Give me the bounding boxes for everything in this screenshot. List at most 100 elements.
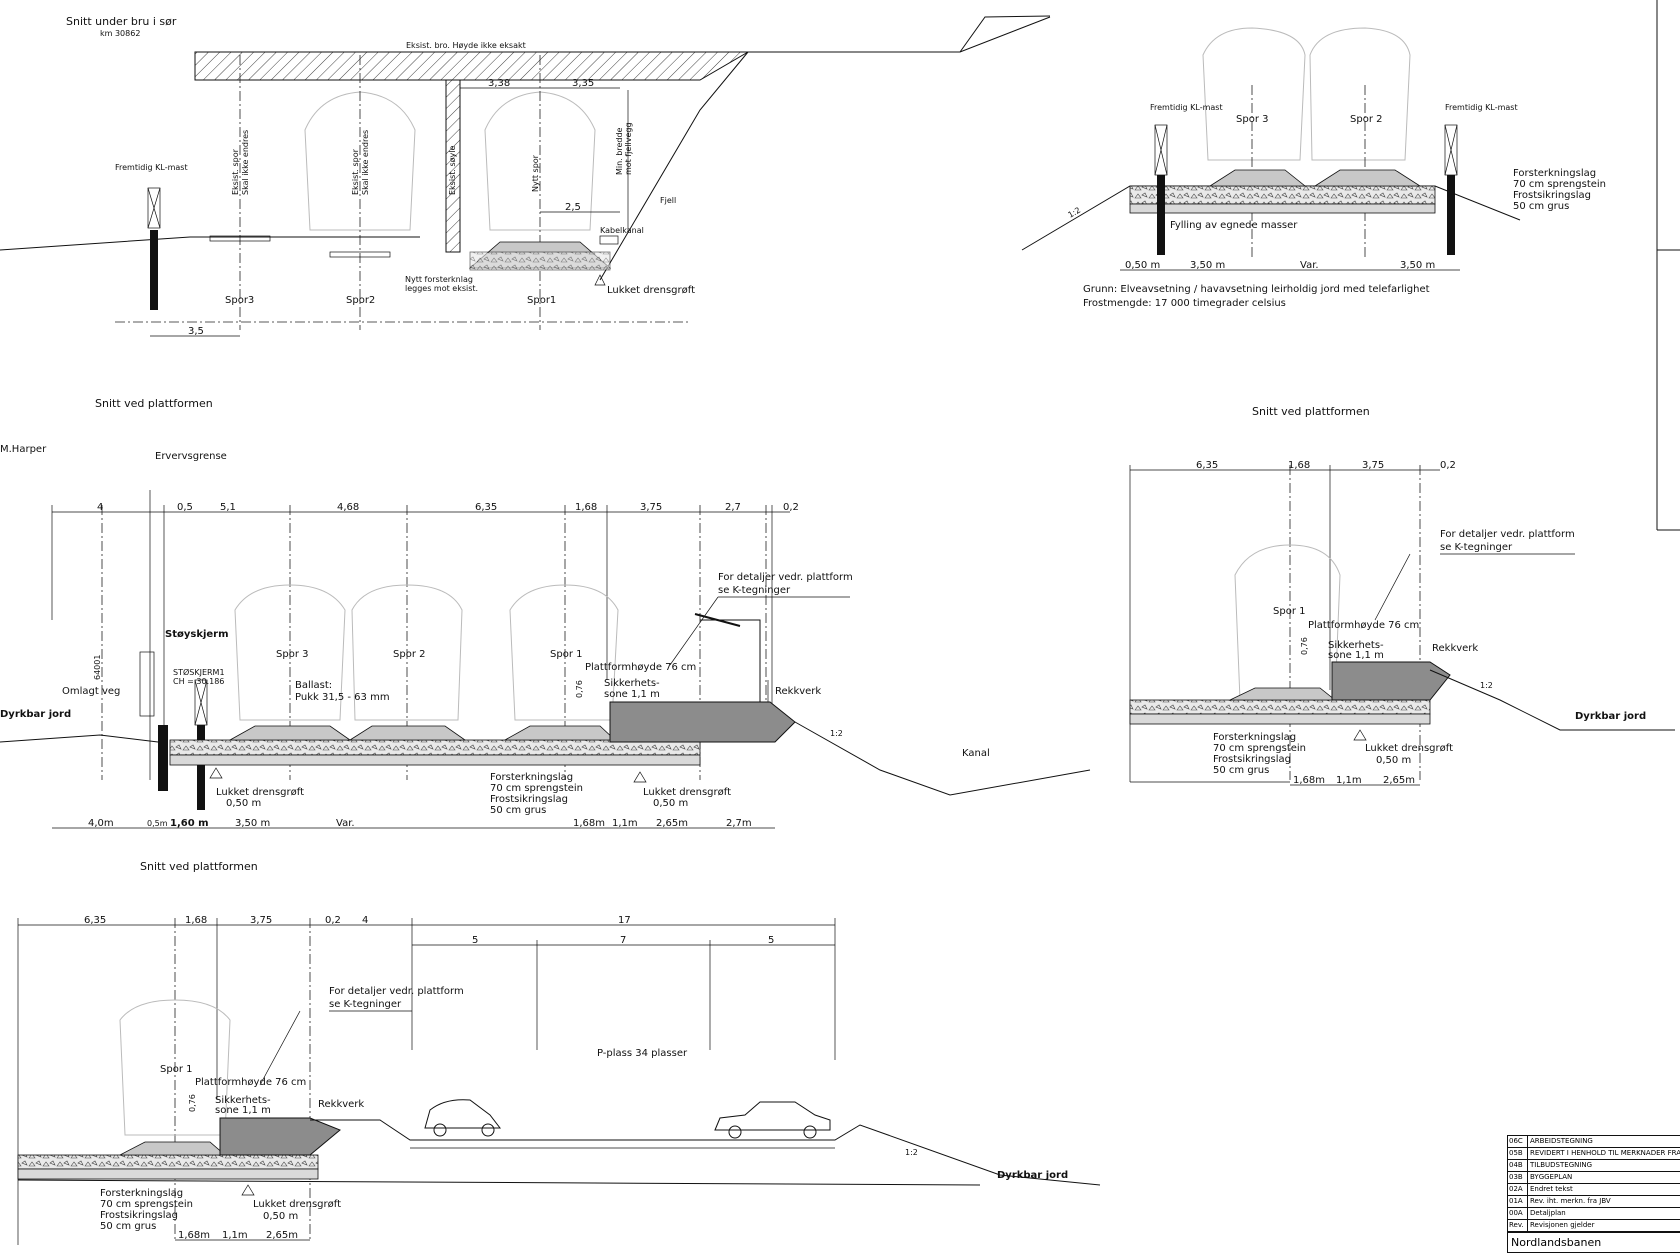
fill-ground-2: Frostmengde: 17 000 timegrader celsius	[1083, 298, 1286, 309]
mast-bridge-lattice	[147, 187, 161, 229]
main-dim-8: 2,7	[725, 502, 741, 513]
bridge-deck-edge	[748, 16, 1051, 53]
main-ballast-spor1	[503, 725, 617, 741]
fill-slope: 1:2	[1067, 206, 1083, 220]
screen-foundation	[158, 725, 168, 791]
revision-text: Rev. iht. merkn. fra JBV	[1530, 1197, 1611, 1205]
cable-channel-label: Kabelkanal	[600, 226, 644, 235]
section-platform-main: Snitt ved plattformen M.Harper Ervervsgr…	[0, 397, 1091, 829]
envelope-main-spor3	[234, 584, 346, 721]
parking-label: P-plass 34 plasser	[597, 1048, 688, 1059]
revision-text: ARBEIDSTEGNING	[1530, 1137, 1593, 1145]
main-bdim-8: 2,65m	[656, 818, 688, 829]
right-dim-076: 0,76	[1300, 637, 1309, 655]
right-drain-1: Lukket drensgrøft	[1365, 743, 1453, 754]
main-platform	[609, 701, 796, 743]
right-platform	[1331, 661, 1451, 701]
project-name: Nordlandsbanen	[1508, 1232, 1680, 1252]
right-reinforce-2: 70 cm sprengstein	[1213, 743, 1306, 754]
parking-railing: Rekkverk	[318, 1099, 364, 1110]
fill-dim-3: Var.	[1300, 260, 1319, 271]
main-reinforce-1: Forsterkningslag	[490, 772, 573, 783]
right-dim-3: 3,75	[1362, 460, 1384, 471]
revision-code: Rev.	[1508, 1220, 1528, 1231]
mast-fill-left-label: Fremtidig KL-mast	[1150, 103, 1223, 112]
mast-bridge	[147, 187, 161, 229]
main-slope	[794, 721, 1091, 796]
main-bdim-4: 3,50 m	[235, 818, 270, 829]
revision-row: Rev.Revisjonen gjelder	[1508, 1220, 1680, 1232]
sleeper-spor2	[329, 251, 391, 258]
main-platform-details-2: se K-tegninger	[718, 585, 791, 596]
right-reinforce-4: 50 cm grus	[1213, 765, 1269, 776]
parking-ballast	[119, 1141, 227, 1156]
parking-reinforce-layer	[17, 1154, 319, 1170]
section-fill: Spor 3 Spor 2 1:2 Fylling av egnede mass…	[1021, 27, 1606, 309]
main-bdim-6: 1,68m	[573, 818, 605, 829]
noise-screen-label: Støyskjerm	[165, 629, 229, 640]
clearance-envelope-fill-spor2	[1309, 27, 1411, 161]
fill-reinforce-1: Forsterkningslag	[1513, 168, 1596, 179]
parking-dim-2: 1,68	[185, 915, 207, 926]
right-safety-2: sone 1,1 m	[1328, 650, 1384, 661]
main-drain-right-2: 0,50 m	[653, 798, 688, 809]
parking-safety-2: sone 1,1 m	[215, 1105, 271, 1116]
frost-layer-fill	[1129, 203, 1436, 214]
bridge-label: Eksist. bro. Høyde ikke eksakt	[406, 41, 526, 50]
main-canal: Kanal	[962, 748, 990, 759]
track-label-spor3: Spor3	[225, 295, 254, 306]
main-dim-7: 3,75	[640, 502, 662, 513]
parking-reinforce-1: Forsterkningslag	[100, 1188, 183, 1199]
revision-code: 00A	[1508, 1208, 1528, 1219]
revision-code: 06C	[1508, 1136, 1528, 1147]
fill-reinforce-3: Frostsikringslag	[1513, 190, 1591, 201]
right-drain-2: 0,50 m	[1376, 755, 1411, 766]
main-bdim-1: 4,0m	[88, 818, 114, 829]
right-platform-height: Plattformhøyde 76 cm	[1308, 620, 1419, 631]
rock-face	[599, 51, 749, 281]
parking-track-1: Spor 1	[160, 1064, 192, 1075]
noise-screen	[139, 651, 155, 717]
mast-bridge-foundation	[150, 230, 158, 310]
existing-track-a2: Skal ikke endres	[241, 130, 250, 195]
main-safety-1: Sikkerhets-	[604, 678, 660, 689]
parking-dim-1: 6,35	[84, 915, 106, 926]
revision-text: Detaljplan	[1530, 1209, 1566, 1217]
bridge-section-km: km 30862	[100, 29, 140, 38]
parking-envelope	[119, 999, 231, 1136]
fill-ground-1: Grunn: Elveavsetning / havavsetning leir…	[1083, 284, 1430, 295]
car-icon-right	[714, 1101, 831, 1139]
parking-platform	[219, 1117, 341, 1156]
revision-text: BYGGEPLAN	[1530, 1173, 1573, 1181]
main-track-1: Spor 1	[550, 649, 582, 660]
right-dim-2: 1,68	[1288, 460, 1310, 471]
main-dim-1: 4	[97, 502, 103, 513]
main-dim-4: 4,68	[337, 502, 359, 513]
min-width-1: Min. bredde	[615, 127, 624, 175]
right-dim-4: 0,2	[1440, 460, 1456, 471]
right-bdim-2: 1,1m	[1336, 775, 1362, 786]
right-frost-layer	[1129, 713, 1431, 725]
main-canopy	[700, 619, 761, 702]
parking-safety-1: Sikkerhets-	[215, 1095, 271, 1106]
fill-dim-4: 3,50 m	[1400, 260, 1435, 271]
ballast-label-1: Ballast:	[295, 680, 332, 691]
revision-code: 03B	[1508, 1172, 1528, 1183]
mast-fill-left-lattice	[1154, 124, 1168, 176]
clearance-envelope-fill-spor3	[1202, 27, 1306, 161]
parking-leader	[259, 1010, 301, 1086]
parking-dim-p3: 5	[768, 935, 774, 946]
right-envelope	[1234, 544, 1341, 701]
fill-material-label: Fylling av egnede masser	[1170, 220, 1298, 231]
main-platform-height: Plattformhøyde 76 cm	[585, 662, 696, 673]
bridge-section-title: Snitt under bru i sør	[66, 15, 177, 28]
mast-main-foundation	[197, 725, 205, 810]
right-platform-details-2: se K-tegninger	[1440, 542, 1513, 553]
main-road: Omlagt veg	[62, 686, 120, 697]
parking-dim-p1: 5	[472, 935, 478, 946]
parking-bdim-3: 2,65m	[266, 1230, 298, 1241]
fill-dim-1: 0,50 m	[1125, 260, 1160, 271]
right-drain-symbol	[1353, 729, 1367, 741]
right-track-1: Spor 1	[1273, 606, 1305, 617]
